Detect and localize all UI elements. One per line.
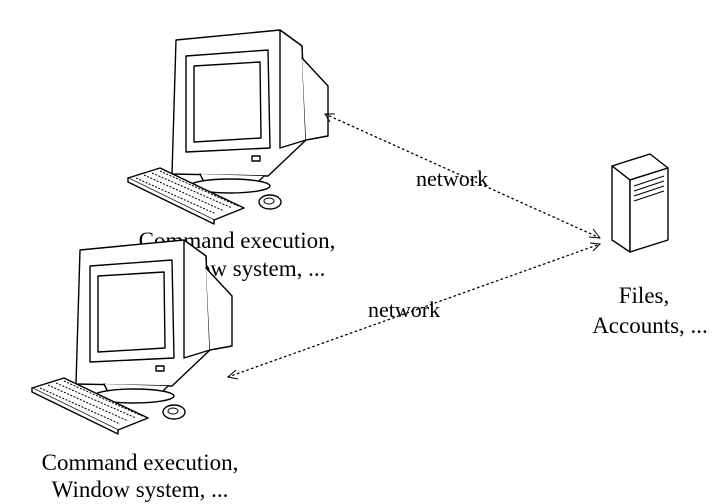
server-caption: Accounts, ... <box>592 313 708 338</box>
network-link-bottom: network <box>227 242 601 380</box>
network-link-top: network <box>324 113 601 239</box>
workstation-caption: Window system, ... <box>52 477 229 502</box>
workstation-bottom: Command execution, Window system, ... <box>31 239 239 502</box>
server: Files, Accounts, ... <box>592 153 708 338</box>
network-label: network <box>416 166 488 191</box>
network-label: network <box>368 297 440 322</box>
computer-icon <box>31 239 233 435</box>
workstation-caption: Command execution, <box>42 450 239 475</box>
server-icon <box>611 153 669 253</box>
computer-icon <box>127 29 329 225</box>
server-caption: Files, <box>619 283 669 308</box>
